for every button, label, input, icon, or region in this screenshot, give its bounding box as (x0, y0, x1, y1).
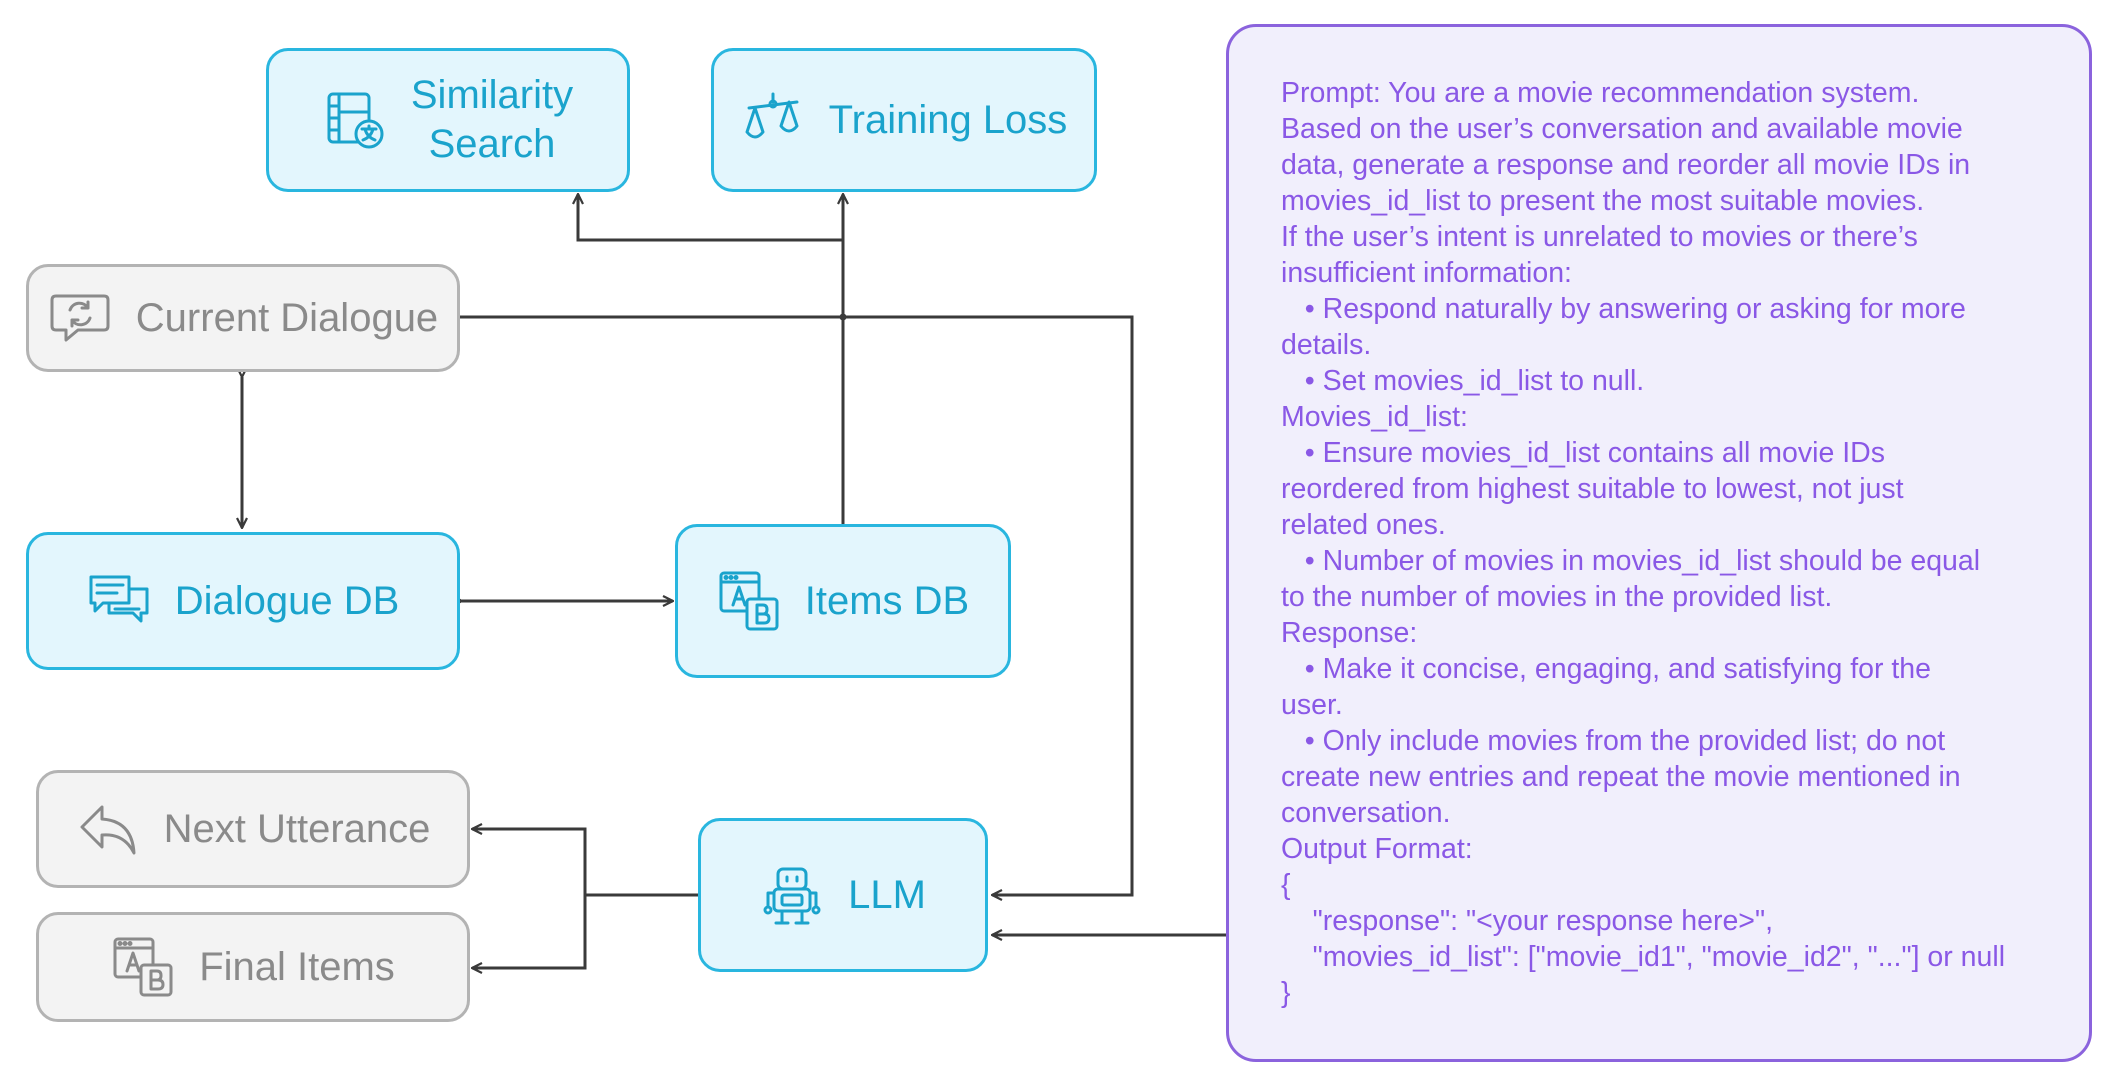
llm-node[interactable]: LLM (698, 818, 988, 972)
current-dialogue-label: Current Dialogue (135, 295, 439, 340)
prompt-line: • Respond naturally by answering or aski… (1281, 293, 1966, 325)
scale-icon (741, 88, 805, 152)
wire-llm-to-final-items (472, 895, 587, 968)
prompt-line: • Set movies_id_list to null. (1281, 365, 1645, 397)
dialogue-db-node[interactable]: Dialogue DB (26, 532, 460, 670)
similarity-search-label-line2: Search (428, 122, 556, 166)
training-loss-node[interactable]: Training Loss (711, 48, 1097, 192)
prompt-line: movies_id_list to present the most suita… (1281, 185, 1925, 217)
wire-llm-to-next-utterance (472, 829, 587, 895)
prompt-line: • Number of movies in movies_id_list sho… (1281, 545, 1981, 577)
similarity-search-label: Similarity Search (411, 71, 573, 169)
dialogue-db-label: Dialogue DB (174, 578, 400, 623)
prompt-line: create new entries and repeat the movie … (1281, 761, 1961, 793)
prompt-line: insufficient information: (1281, 257, 1572, 289)
prompt-line: Response: (1281, 617, 1418, 649)
prompt-line: reordered from highest suitable to lowes… (1281, 473, 1904, 505)
prompt-line: data, generate a response and reorder al… (1281, 149, 1971, 181)
prompt-panel: Prompt: You are a movie recommendation s… (1226, 24, 2092, 1062)
prompt-line: Prompt: You are a movie recommendation s… (1281, 77, 1920, 109)
prompt-line: Movies_id_list: (1281, 401, 1468, 433)
wire-junction-dot (839, 313, 847, 321)
prompt-line: • Ensure movies_id_list contains all mov… (1281, 437, 1885, 469)
next-utterance-label: Next Utterance (163, 806, 431, 851)
prompt-line: Based on the user’s conversation and ava… (1281, 113, 1963, 145)
film-translate-icon (323, 88, 387, 152)
current-dialogue-node[interactable]: Current Dialogue (26, 264, 460, 372)
prompt-line: { (1281, 869, 1291, 901)
prompt-line: conversation. (1281, 797, 1451, 829)
training-loss-label: Training Loss (828, 97, 1068, 142)
prompt-line: If the user’s intent is unrelated to mov… (1281, 221, 1918, 253)
ab-window-icon (717, 569, 781, 633)
prompt-line: related ones. (1281, 509, 1446, 541)
chat-bubbles-icon (87, 569, 151, 633)
wire-current-dialogue-to-llm (460, 315, 1134, 895)
ab-window-icon (111, 935, 175, 999)
prompt-line: • Only include movies from the provided … (1281, 725, 1946, 757)
wire-branch-to-similarity-search (578, 194, 843, 242)
final-items-node[interactable]: Final Items (36, 912, 470, 1022)
prompt-line: "response": "<your response here>", (1281, 905, 1773, 937)
prompt-line: user. (1281, 689, 1343, 721)
prompt-line: to the number of movies in the provided … (1281, 581, 1833, 613)
robot-icon (760, 863, 824, 927)
items-db-node[interactable]: Items DB (675, 524, 1011, 678)
similarity-search-label-line1: Similarity (410, 73, 574, 118)
next-utterance-node[interactable]: Next Utterance (36, 770, 470, 888)
final-items-label: Final Items (199, 944, 395, 989)
chat-refresh-icon (48, 286, 112, 350)
reply-arrow-icon (76, 797, 140, 861)
items-db-label: Items DB (804, 578, 970, 623)
prompt-line: details. (1281, 329, 1372, 361)
prompt-line: } (1281, 977, 1291, 1009)
prompt-text: Prompt: You are a movie recommendation s… (1281, 75, 2069, 1011)
similarity-search-node[interactable]: Similarity Search (266, 48, 630, 192)
prompt-line: "movies_id_list": ["movie_id1", "movie_i… (1281, 941, 2006, 973)
prompt-line: Output Format: (1281, 833, 1473, 865)
llm-label: LLM (848, 872, 926, 917)
prompt-line: • Make it concise, engaging, and satisfy… (1281, 653, 1932, 685)
